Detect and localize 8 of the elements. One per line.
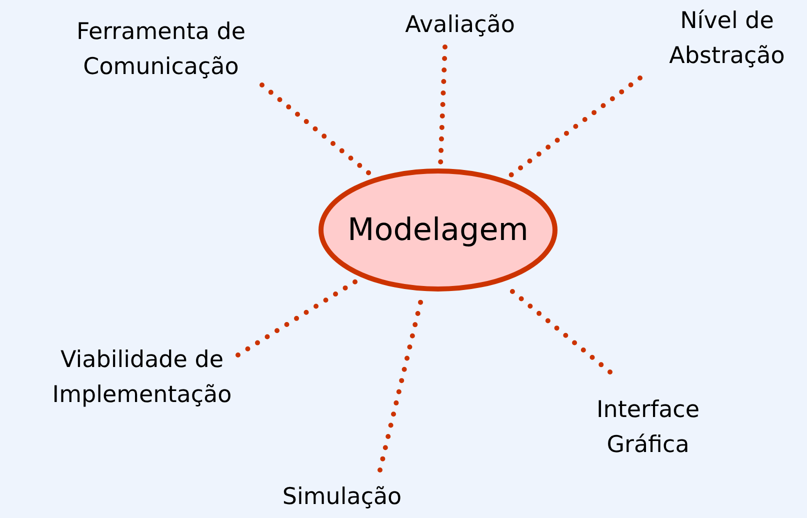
topic-label: Simulação <box>262 480 422 515</box>
topic-label: Nível de Abstração <box>648 4 806 74</box>
topic-label: Ferramenta de Comunicação <box>50 15 272 85</box>
topic-label: Avaliação <box>385 8 535 43</box>
node-label: Modelagem <box>347 212 529 248</box>
topic-label: Viabilidade de Implementação <box>2 343 282 413</box>
topic-label: Interface Gráfica <box>568 393 728 463</box>
dotted-connector <box>506 76 642 180</box>
